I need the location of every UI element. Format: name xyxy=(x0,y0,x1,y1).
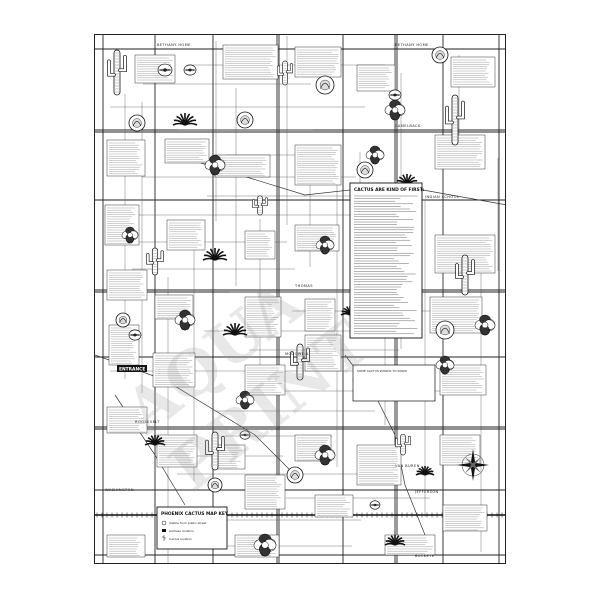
cactus-illustrations xyxy=(107,46,496,557)
key-square-icon xyxy=(162,529,166,532)
entrance-marker: ENTRANCE xyxy=(117,365,147,372)
street-label-van-buren: VAN BUREN xyxy=(395,464,420,468)
street-label-bethany-right: BETHANY HOME xyxy=(395,43,429,47)
words-heading: SOME CACTUS WORDS TO KNOW xyxy=(357,369,407,373)
key-item-3: Cactus location xyxy=(169,537,192,541)
key-item-2: Address location xyxy=(169,529,194,533)
street-label-thomas: THOMAS xyxy=(294,284,313,288)
street-label-jefferson: JEFFERSON xyxy=(414,490,439,494)
key-circle-icon xyxy=(161,520,167,526)
map-drawing: CACTUS ARE KIND OF FIRST: SOME CACTUS WO… xyxy=(95,35,505,563)
street-label-roosevelt: ROOSEVELT xyxy=(135,420,160,424)
street-label-bethany-left: BETHANY HOME xyxy=(157,43,191,47)
list-heading: CACTUS ARE KIND OF FIRST: xyxy=(354,187,424,193)
cactus-map: CACTUS ARE KIND OF FIRST: SOME CACTUS WO… xyxy=(94,34,506,564)
map-key-title: PHOENIX CACTUS MAP KEY xyxy=(161,511,229,517)
street-label-indian-school: INDIAN SCHOOL xyxy=(425,195,459,199)
street-label-buckeye: BUCKEYE xyxy=(415,554,435,558)
street-label-washington: WASHINGTON xyxy=(105,488,134,492)
street-label-camelback: CAMELBACK xyxy=(395,124,421,128)
compass-rose-icon xyxy=(457,449,489,481)
street-label-mcdowell: MCDOWELL xyxy=(285,352,309,356)
key-item-1: Visible from public street xyxy=(169,521,207,525)
map-key: PHOENIX CACTUS MAP KEY Visible from publ… xyxy=(156,506,229,550)
annotation-notes xyxy=(104,44,496,558)
words-panel: SOME CACTUS WORDS TO KNOW xyxy=(352,364,436,402)
entrance-label: ENTRANCE xyxy=(119,366,145,372)
cactus-list-panel: CACTUS ARE KIND OF FIRST: xyxy=(349,182,424,339)
key-cactus-icon xyxy=(162,535,166,541)
